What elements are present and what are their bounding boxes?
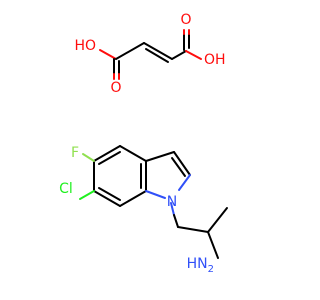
atom-oh-right: OH <box>204 52 226 68</box>
atom-nh2-subscript: 2 <box>208 264 214 275</box>
bond-ch2-ch2b <box>173 214 179 228</box>
atom-nh2-n: N <box>197 256 207 272</box>
bond-p2-p3-inner <box>171 157 186 177</box>
bond-c1-c2 <box>115 42 145 60</box>
atom-o-right: O <box>180 12 191 28</box>
bond-c4-oh <box>185 50 202 60</box>
bond-c3-c4 <box>171 50 187 60</box>
bond-b2-b3 <box>119 145 147 162</box>
bond-p2-p3 <box>173 151 191 176</box>
bond-b1-b2 <box>93 145 121 162</box>
atom-f: F <box>71 145 79 161</box>
atom-nh2: HN2 <box>187 256 214 275</box>
bond-n-ch2 <box>170 202 175 216</box>
bond-c-f <box>82 153 95 162</box>
atom-n-ring: N <box>167 194 177 210</box>
bond-c2-c3 <box>143 42 173 60</box>
bond-b4-b5 <box>119 190 147 207</box>
bond-b1-b2-inner <box>98 151 121 165</box>
bond-b5-b6 <box>93 190 121 207</box>
indole-amine-molecule: F Cl N HN2 <box>59 145 228 275</box>
bond-n-p5 <box>145 190 166 199</box>
atom-ho-left: HO <box>74 38 96 54</box>
bond-ho-c1 <box>99 49 117 60</box>
bond-b5-b6-inner <box>98 187 121 201</box>
butenedioic-acid-molecule: HO O O OH <box>74 12 225 96</box>
bond-p3-n <box>178 174 191 191</box>
bond-ch-nh2 <box>207 231 219 259</box>
bond-ch-ch3 <box>207 207 228 233</box>
bond-c-cl <box>79 190 95 200</box>
atom-nh2-h: H <box>187 256 198 272</box>
chemical-structure-diagram: HO O O OH F Cl N HN2 <box>59 12 228 275</box>
bond-ch2-ch <box>177 226 209 233</box>
bond-c2-c3-double <box>145 48 169 63</box>
atom-o-left: O <box>110 80 121 96</box>
atom-cl: Cl <box>59 181 73 197</box>
bond-p1-p2 <box>145 151 175 162</box>
